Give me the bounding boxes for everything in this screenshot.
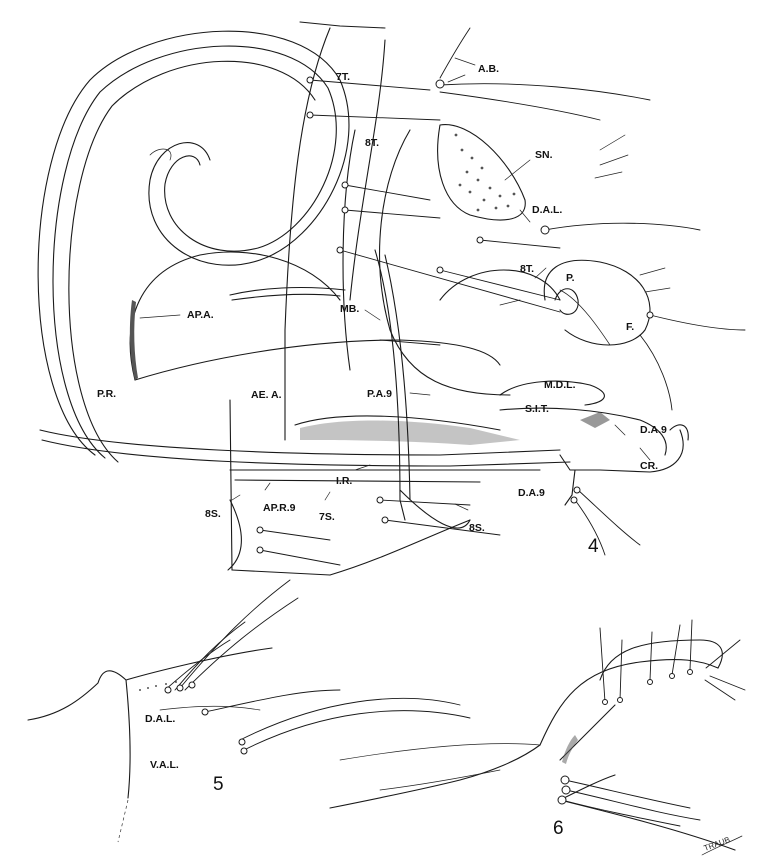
artist-signature: TRAUB [702,835,742,855]
figure-6-labels: 6 [553,818,564,839]
figure-5-drawing [28,580,470,842]
label-8s-right: 8S. [469,522,485,534]
label-pr: P.R. [97,388,116,400]
label-pa9: P.A.9 [367,388,392,400]
label-mdl: M.D.L. [544,379,576,391]
figure-number-6: 6 [553,818,564,839]
figure-number-5: 5 [213,774,224,795]
setae-fig5 [165,580,470,754]
figure-6-drawing [330,620,745,850]
label-7s: 7S. [319,511,335,523]
setae-fig4 [257,28,745,565]
label-ir: I.R. [336,475,352,487]
signature-text: TRAUB [703,835,732,853]
label-da9-upper: D.A.9 [640,424,667,436]
label-mb: MB. [340,303,359,315]
label-8t-lower: 8T. [520,263,534,275]
label-8s-left: 8S. [205,508,221,520]
label-f: F. [626,321,634,333]
label-sit: S.I.T. [525,403,549,415]
label-ab: A.B. [478,63,499,75]
leader-lines-fig4 [140,58,650,510]
sensilium-stippling [455,134,516,212]
label-7t: 7T. [336,71,350,83]
label-sn: SN. [535,149,553,161]
label-aea: AE. A. [251,389,282,401]
figure-4-labels: A.B. 7T. 8T. SN. D.A.L. 8T. P. F. AP.A. … [97,63,667,557]
setae-fig6 [558,620,745,826]
label-val: V.A.L. [150,759,179,771]
figure-number-4: 4 [588,536,599,557]
label-dal-fig4: D.A.L. [532,204,562,216]
label-p: P. [566,272,575,284]
label-apr9: AP.R.9 [263,502,296,514]
label-8t-upper: 8T. [365,137,379,149]
label-da9-lower: D.A.9 [518,487,545,499]
figure-4-drawing [38,22,745,575]
label-apa: AP.A. [187,309,214,321]
label-cr: CR. [640,460,658,472]
figure-5-labels: D.A.L. V.A.L. 5 [145,713,224,795]
label-dal-fig5: D.A.L. [145,713,175,725]
